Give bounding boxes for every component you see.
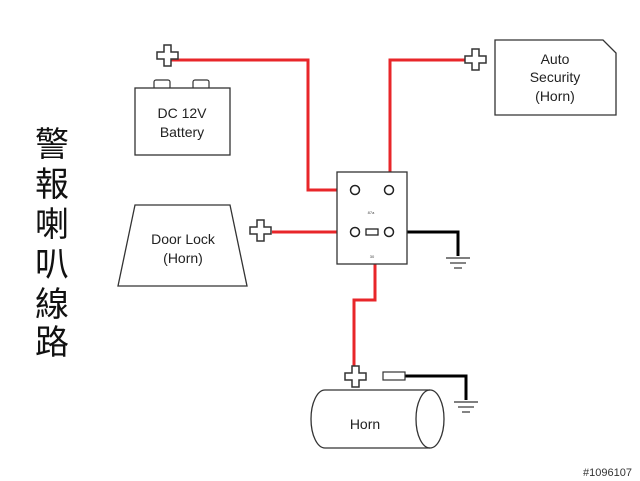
relay-pin-top-left bbox=[349, 184, 361, 196]
relay-body bbox=[336, 171, 408, 265]
relay-pin-mid-right bbox=[383, 226, 395, 238]
title-char-2: 報 bbox=[35, 165, 69, 205]
title-char-4: 叭 bbox=[35, 245, 69, 285]
title-char-5: 線 bbox=[35, 285, 69, 325]
relay: 87a 30 bbox=[336, 171, 408, 265]
wire-battery-to-relay bbox=[168, 58, 352, 192]
door-lock: Door Lock (Horn) bbox=[117, 204, 248, 287]
vertical-title: 警 報 喇 叭 線 路 bbox=[35, 125, 69, 363]
door-lock-line1: Door Lock bbox=[151, 231, 216, 247]
plus-icon-door-lock bbox=[249, 219, 272, 242]
battery-label-line2: Battery bbox=[160, 124, 204, 140]
plus-icon-horn bbox=[344, 365, 367, 388]
auto-security-line1: Auto bbox=[541, 51, 570, 67]
watermark-id: #1096107 bbox=[583, 467, 632, 479]
auto-security-line2: Security bbox=[530, 69, 581, 85]
ground-wires bbox=[392, 230, 468, 400]
relay-pin-mid-left bbox=[349, 226, 361, 238]
battery: DC 12V Battery bbox=[134, 79, 231, 156]
ground-symbol-relay bbox=[446, 257, 470, 269]
relay-pin-top-right bbox=[383, 184, 395, 196]
horn: Horn bbox=[310, 371, 445, 449]
title-char-1: 警 bbox=[35, 125, 69, 165]
title-char-6: 路 bbox=[35, 323, 69, 363]
battery-body bbox=[134, 87, 231, 156]
wire-horn-to-ground bbox=[405, 374, 468, 400]
plus-connectors bbox=[156, 44, 487, 388]
title-char-3: 喇 bbox=[35, 205, 69, 245]
plus-icon-auto-security bbox=[464, 48, 487, 71]
horn-ground-terminal bbox=[382, 371, 406, 381]
auto-security-line3: (Horn) bbox=[535, 88, 575, 104]
relay-center-pin bbox=[365, 228, 379, 236]
ground-symbol-horn bbox=[454, 401, 478, 413]
battery-label-line1: DC 12V bbox=[157, 105, 207, 121]
auto-security-box bbox=[494, 39, 617, 116]
wire-relay-to-horn bbox=[352, 242, 377, 368]
relay-label-top: 87a bbox=[368, 210, 375, 215]
door-lock-shape bbox=[117, 204, 248, 287]
wire-relay-to-auto-security bbox=[388, 58, 466, 190]
horn-label: Horn bbox=[350, 416, 380, 432]
horn-end-arc bbox=[415, 389, 431, 449]
plus-icon-battery bbox=[156, 44, 179, 67]
wire-relay-to-ground bbox=[392, 230, 460, 256]
auto-security: Auto Security (Horn) bbox=[494, 39, 617, 116]
door-lock-line2: (Horn) bbox=[163, 250, 203, 266]
relay-label-bottom: 30 bbox=[370, 254, 375, 259]
